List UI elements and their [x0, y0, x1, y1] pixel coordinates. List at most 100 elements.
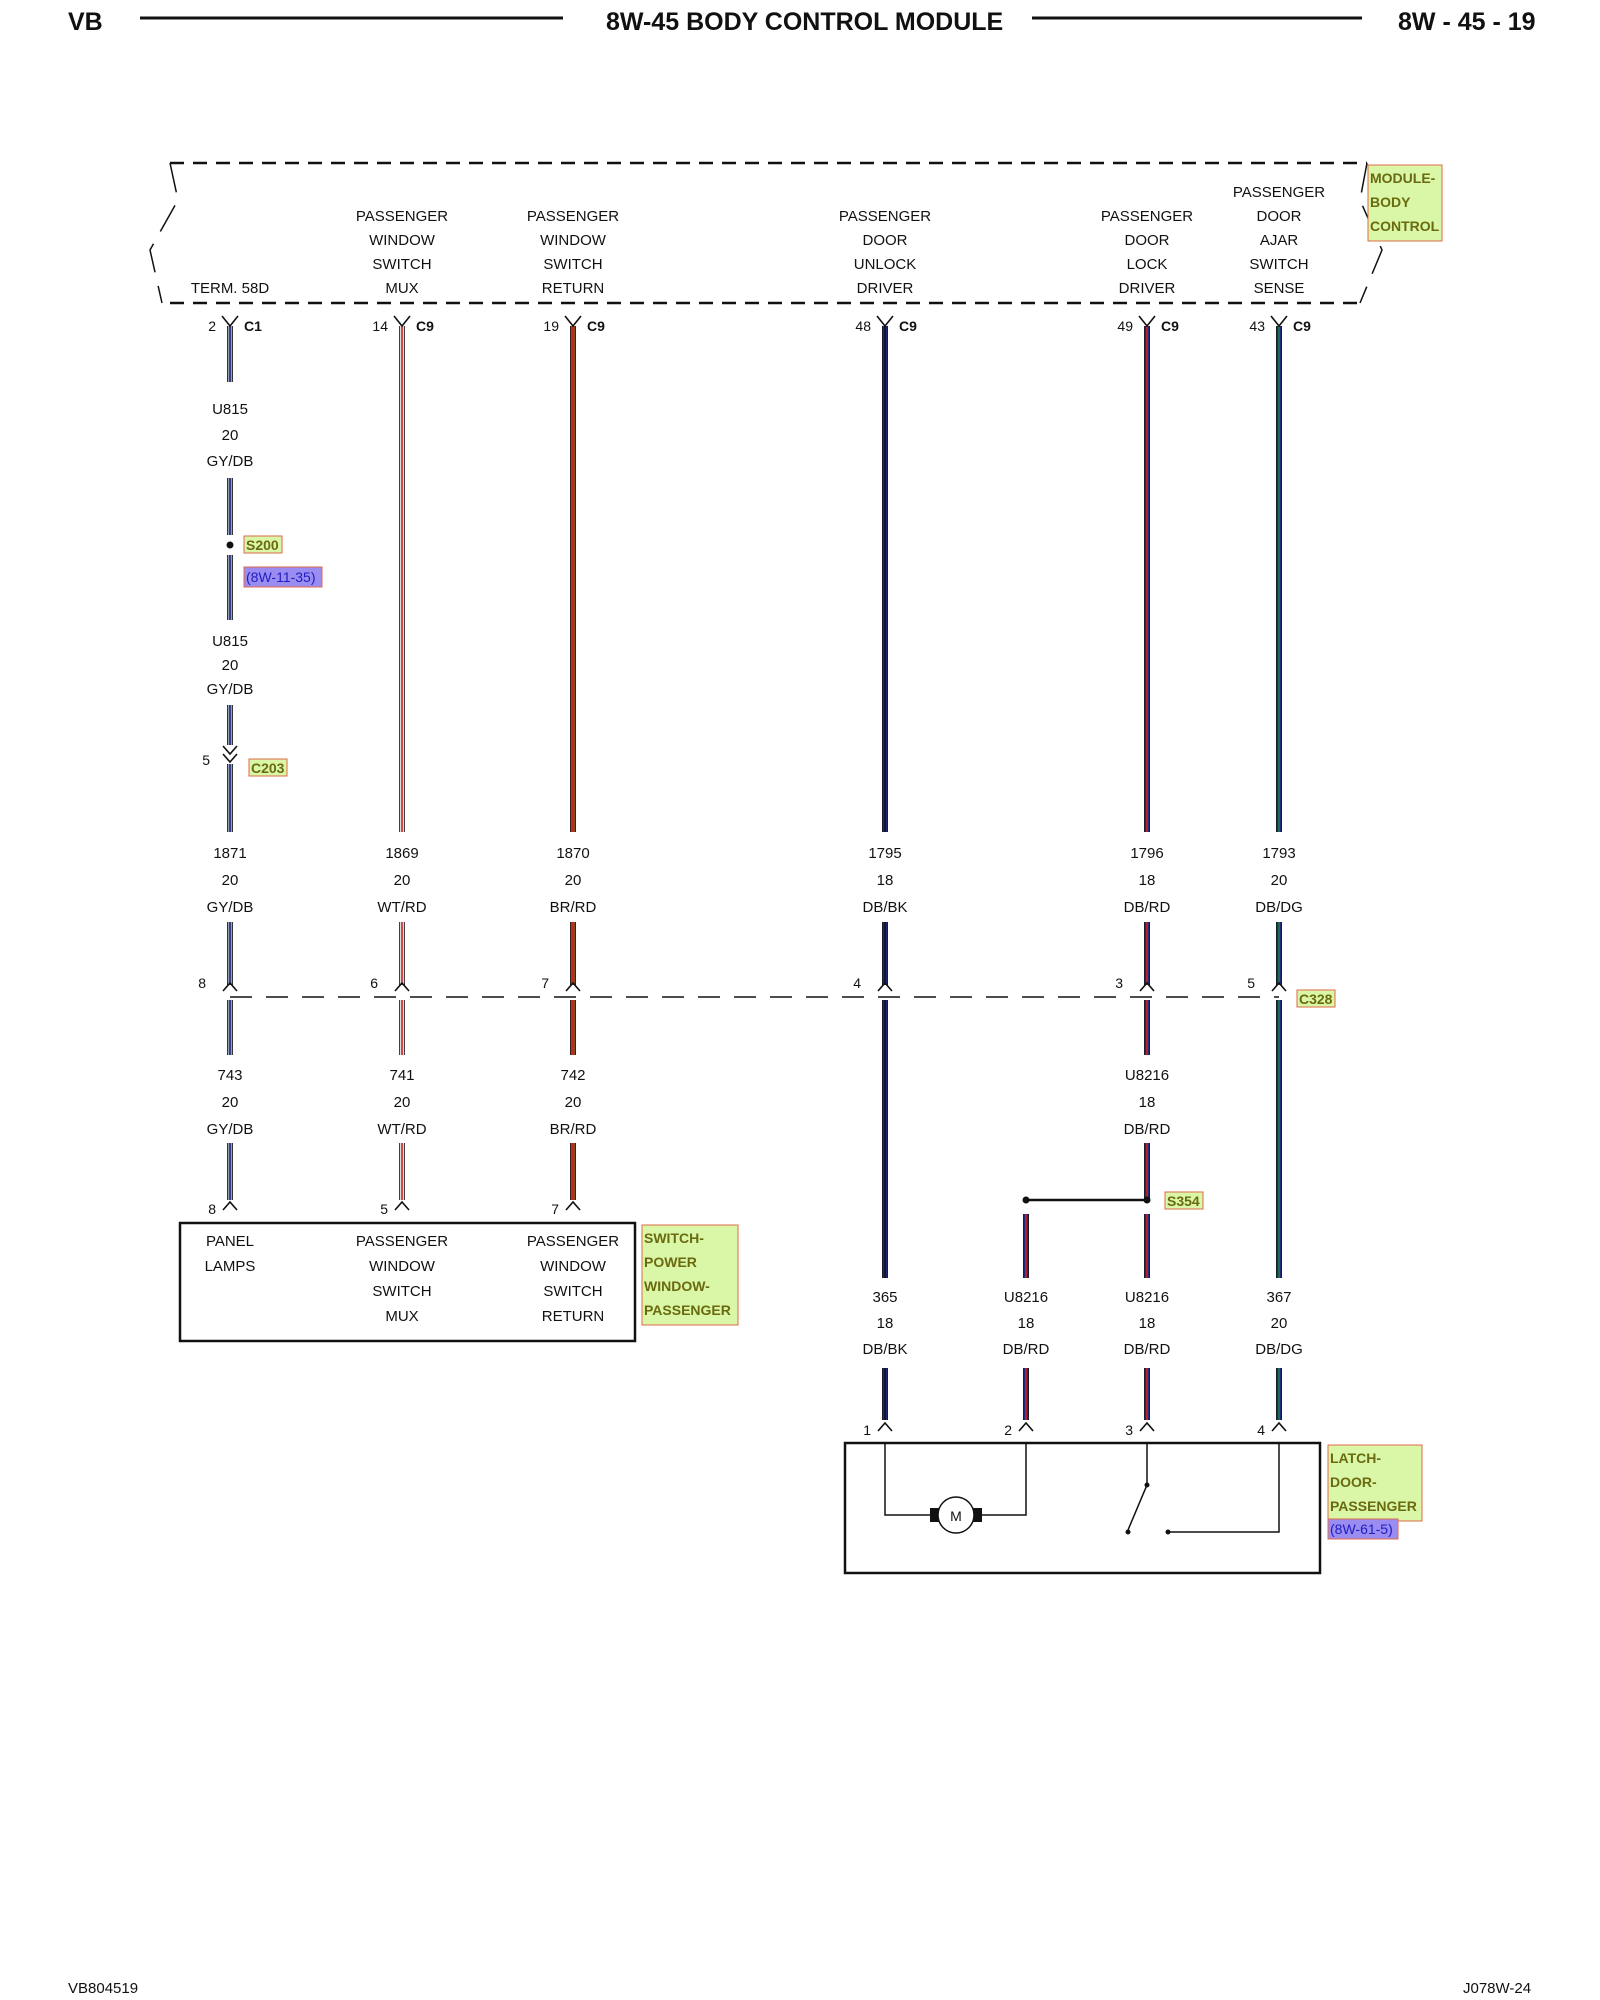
module-body-control-tag: BODY: [1370, 194, 1411, 210]
wire-label-c328-lower: 741: [389, 1067, 414, 1084]
latch-pin-number: 2: [1004, 1422, 1012, 1438]
splice-s200-tag: S200: [246, 537, 279, 553]
wire-label-c328-lower: 743: [217, 1067, 242, 1084]
switch-pin-chevron: [394, 1200, 410, 1211]
module-body-control-tag: MODULE-: [1370, 170, 1436, 186]
switch-pin-label: WINDOW: [369, 1258, 436, 1275]
wire-label-c328-lower: DB/RD: [1124, 1121, 1171, 1138]
module-pin-fork: [1138, 315, 1156, 328]
wire-label-c328-upper: 1793: [1262, 845, 1295, 862]
latch-motor-wire-left: [884, 1443, 930, 1516]
latch-switch-blade: [1127, 1484, 1148, 1531]
wire-label-c328-upper: 20: [1271, 872, 1288, 889]
splice-s354-tag: S354: [1167, 1193, 1200, 1209]
wire-label-c328-upper: 1869: [385, 845, 418, 862]
wire-label-c328-upper: 1795: [868, 845, 901, 862]
latch-motor-wire-right: [982, 1443, 1027, 1516]
header-page-number: 8W - 45 - 19: [1398, 8, 1536, 36]
connector-c328-pin: 3: [1115, 975, 1123, 991]
connector-c328-pin: 5: [1247, 975, 1255, 991]
wire-label-c328-upper: GY/DB: [207, 899, 254, 916]
module-connector-id: C9: [587, 318, 605, 334]
latch-pin-chevron: [1018, 1421, 1034, 1432]
wire-label-c328-upper: 20: [565, 872, 582, 889]
latch-door-passenger-tag: PASSENGER: [1330, 1498, 1417, 1514]
wire-label-c328-lower: BR/RD: [550, 1121, 597, 1138]
wire-label-latch: 365: [872, 1289, 897, 1306]
module-body-control-tag-box: [1367, 164, 1443, 242]
module-pin-label: MUX: [385, 280, 418, 297]
module-pin-fork: [1270, 315, 1288, 328]
wire-label-c328-upper: BR/RD: [550, 899, 597, 916]
wire-label-c328-upper: DB/DG: [1255, 899, 1303, 916]
module-pin-label: DRIVER: [1119, 280, 1176, 297]
module-pin-label: SWITCH: [543, 256, 602, 273]
connector-c203-chevron-a: [222, 745, 238, 756]
module-pin-label: PASSENGER: [527, 208, 619, 225]
connector-c328-tag: C328: [1299, 991, 1333, 1007]
connector-c328-chevron: [222, 981, 238, 992]
wire-label-latch: 18: [1139, 1315, 1156, 1332]
module-pin-number: 43: [1249, 318, 1265, 334]
latch-door-passenger-box: [843, 1441, 1322, 1575]
splice-s354-tag-box: [1164, 1191, 1204, 1210]
wire-label-c328-upper: 20: [222, 872, 239, 889]
module-pin-number: 49: [1117, 318, 1133, 334]
wire-label-c328-upper: 1796: [1130, 845, 1163, 862]
wire-label-latch: U8216: [1125, 1289, 1169, 1306]
switch-pin-number: 7: [551, 1201, 559, 1217]
wire-label-latch: DB/RD: [1003, 1341, 1050, 1358]
module-pin-number: 2: [208, 318, 216, 334]
switch-power-window-tag: WINDOW-: [644, 1278, 710, 1294]
wire-label-c328-lower: 742: [560, 1067, 585, 1084]
module-pin-number: 48: [855, 318, 871, 334]
wire-label-c328-upper: DB/RD: [1124, 899, 1171, 916]
connector-c328-chevron: [1139, 981, 1155, 992]
wire-label-u815: 20: [222, 427, 239, 444]
wire-label-c328-upper: DB/BK: [862, 899, 907, 916]
module-pin-label: DOOR: [863, 232, 908, 249]
switch-pin-label: PASSENGER: [356, 1233, 448, 1250]
module-pin-label: DOOR: [1125, 232, 1170, 249]
wire-label-c328-lower: 18: [1139, 1094, 1156, 1111]
wire-label-c328-upper: 20: [394, 872, 411, 889]
switch-pin-label: MUX: [385, 1308, 418, 1325]
switch-pin-label: PASSENGER: [527, 1233, 619, 1250]
wire-label-latch: 20: [1271, 1315, 1288, 1332]
latch-pin-number: 3: [1125, 1422, 1133, 1438]
connector-c203-chevron-b: [222, 753, 238, 764]
wire-label-latch: DB/RD: [1124, 1341, 1171, 1358]
wires-layer: [227, 326, 1282, 1420]
splice-s200-tag-box: [243, 535, 283, 554]
latch-pin-number: 1: [863, 1422, 871, 1438]
switch-power-window-box: [178, 1221, 637, 1343]
wire-label-latch: 367: [1266, 1289, 1291, 1306]
latch-pin-chevron: [1139, 1421, 1155, 1432]
wire-label-latch: DB/BK: [862, 1341, 907, 1358]
module-pin-label: WINDOW: [369, 232, 436, 249]
switch-pin-label: RETURN: [542, 1308, 605, 1325]
latch-door-passenger-ref-box: [1327, 1518, 1399, 1540]
wire-label-c328-lower: 20: [565, 1094, 582, 1111]
module-pin-label: AJAR: [1260, 232, 1299, 249]
module-body-control-tag: CONTROL: [1370, 218, 1440, 234]
latch-motor-icon: [937, 1496, 975, 1534]
module-pin-label: DOOR: [1257, 208, 1302, 225]
module-pin-fork: [564, 315, 582, 328]
wire-label-u815: U815: [212, 633, 248, 650]
switch-power-window-tag: SWITCH-: [644, 1230, 704, 1246]
connector-c328-pin: 7: [541, 975, 549, 991]
connector-c328-tag-box: [1296, 989, 1336, 1008]
connector-c203-pin: 5: [202, 752, 210, 768]
splice-s200-dot: [226, 541, 234, 549]
wire-label-c328-lower: WT/RD: [377, 1121, 426, 1138]
module-connector-id: C9: [1161, 318, 1179, 334]
switch-pin-number: 5: [380, 1201, 388, 1217]
module-pin-fork: [221, 315, 239, 328]
latch-pin-chevron: [1271, 1421, 1287, 1432]
wire-label-u815: U815: [212, 401, 248, 418]
switch-power-window-tag: PASSENGER: [644, 1302, 731, 1318]
latch-pin-chevron: [877, 1421, 893, 1432]
latch-motor-label: M: [950, 1508, 962, 1524]
module-pin-label: SENSE: [1254, 280, 1305, 297]
